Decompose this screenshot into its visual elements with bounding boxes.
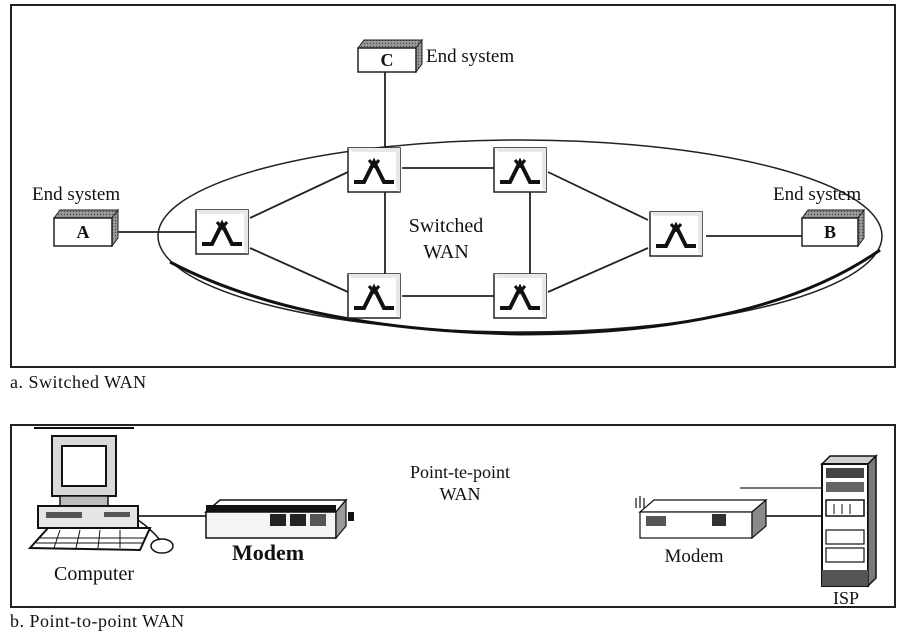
end-system-b: B bbox=[801, 208, 865, 248]
right-modem-icon bbox=[635, 487, 824, 540]
end-system-a: A bbox=[53, 208, 119, 248]
switch-node bbox=[648, 210, 704, 258]
end-system-b-label: End system bbox=[773, 184, 861, 205]
caption-point-to-point-wan: b. Point-to-point WAN bbox=[10, 611, 185, 631]
end-system-a-letter: A bbox=[77, 222, 90, 242]
isp-label: ISP bbox=[833, 588, 859, 608]
switch-node bbox=[194, 208, 250, 256]
end-system-c-letter: C bbox=[381, 50, 394, 70]
wan-links bbox=[112, 70, 802, 297]
computer-icon bbox=[27, 435, 174, 554]
wan-cloud bbox=[157, 139, 883, 333]
switch-node bbox=[492, 146, 548, 194]
end-system-a-label: End system bbox=[32, 184, 120, 205]
caption-switched-wan: a. Switched WAN bbox=[10, 372, 147, 392]
right-modem-label: Modem bbox=[664, 546, 723, 567]
cloud-label-line1: Switched bbox=[409, 215, 483, 237]
switch-node bbox=[346, 272, 402, 320]
left-modem-label: Modem bbox=[232, 540, 304, 565]
isp-server-icon bbox=[820, 454, 878, 588]
end-system-c: C bbox=[357, 38, 423, 74]
end-system-b-letter: B bbox=[824, 222, 836, 242]
left-modem-icon bbox=[203, 498, 354, 540]
link-label-line1: Point-te-point bbox=[410, 462, 510, 482]
cloud-label-line2: WAN bbox=[423, 241, 469, 263]
switch-node bbox=[492, 272, 548, 320]
switch-node bbox=[346, 146, 402, 194]
computer-label: Computer bbox=[54, 563, 134, 585]
end-system-c-label: End system bbox=[426, 46, 514, 67]
link-label-line2: WAN bbox=[440, 484, 481, 504]
